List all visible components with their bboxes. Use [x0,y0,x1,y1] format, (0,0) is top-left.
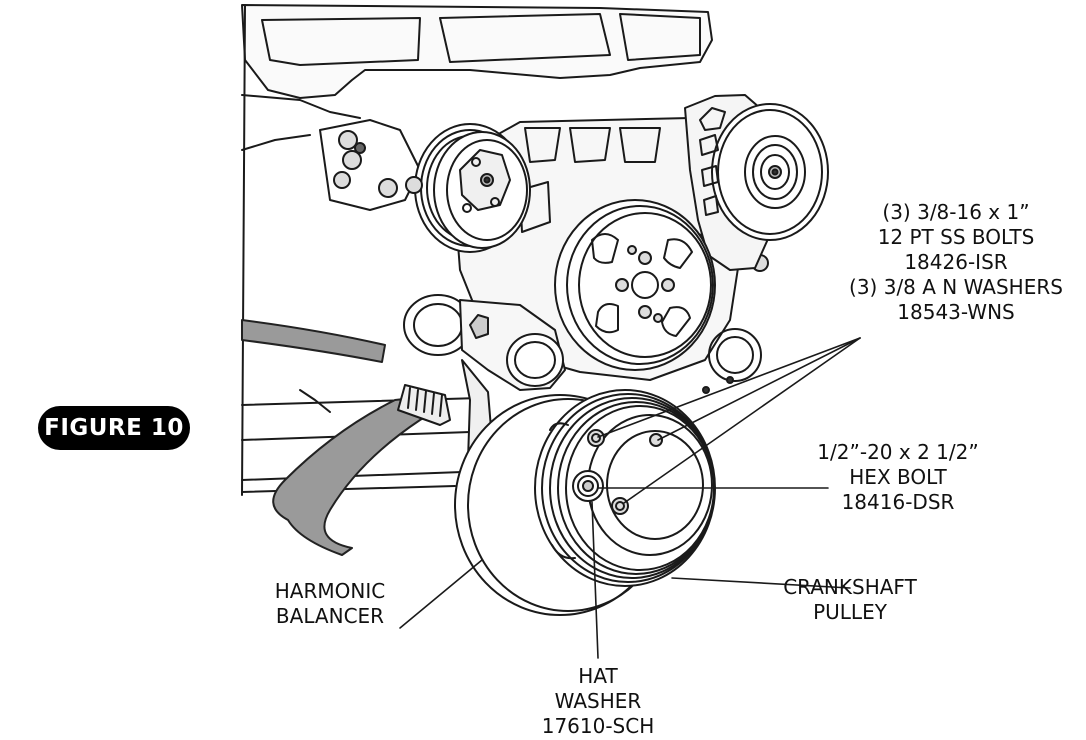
callout-line: (3) 3/8-16 x 1” [882,200,1030,224]
callout-line: BALANCER [275,604,385,628]
intake-manifold [241,4,713,496]
callout-line: HAT [578,664,618,688]
callout-crankshaft-pulley: CRANKSHAFT PULLEY [760,575,940,625]
water-pump-pulley [554,199,716,371]
heater-hose [241,319,451,556]
callout-line: PULLEY [813,600,887,624]
callout-hex-bolt: 1/2”-20 x 2 1/2” HEX BOLT 18416-DSR [790,440,1006,515]
callout-line: 12 PT SS BOLTS [877,225,1035,249]
callout-line: WASHER [554,689,642,713]
figure-label-badge: FIGURE 10 [38,406,190,450]
callout-line: HARMONIC [274,579,386,603]
head-bolt-cluster [319,119,421,211]
callout-line: 18416-DSR [841,490,955,514]
callout-12pt-bolts: (3) 3/8-16 x 1” 12 PT SS BOLTS 18426-ISR… [838,200,1074,325]
leader-lines [399,337,861,659]
callout-harmonic-balancer: HARMONIC BALANCER [248,579,412,629]
belt-tensioner [403,294,566,471]
alternator [684,94,829,271]
callout-hat-washer: HAT WASHER 17610-SCH [528,664,668,739]
callout-line: HEX BOLT [849,465,947,489]
callout-line: 17610-SCH [541,714,655,738]
callout-line: 18543-WNS [897,300,1015,324]
callout-line: 1/2”-20 x 2 1/2” [817,440,979,464]
callout-line: (3) 3/8 A N WASHERS [849,275,1063,299]
callout-line: CRANKSHAFT [783,575,917,599]
callout-line: 18426-ISR [904,250,1008,274]
ac-compressor-pulley [405,123,531,253]
